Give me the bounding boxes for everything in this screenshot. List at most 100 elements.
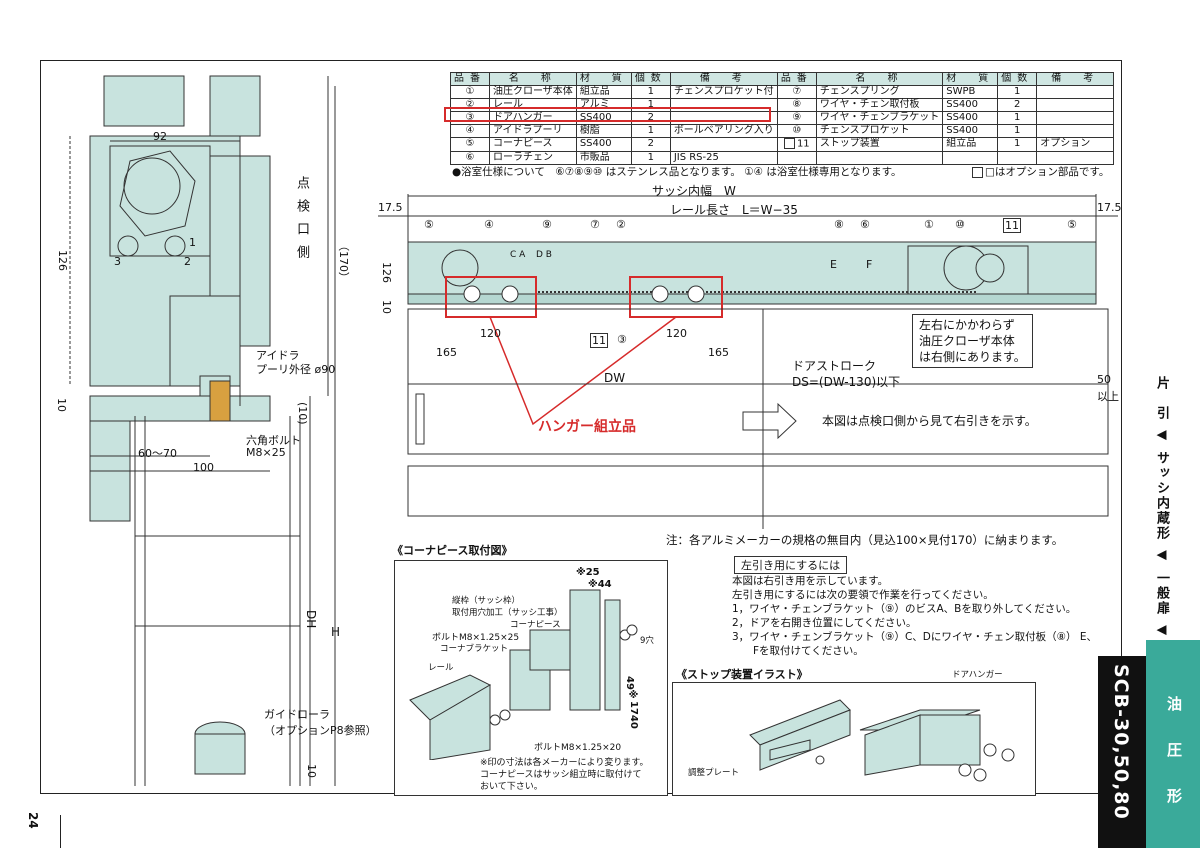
table-cell: ⑤ [450,137,490,152]
header-cell: 品番 [776,72,817,86]
dim-17-5-left: 17.5 [378,201,403,214]
callout-8: ⑧ [834,218,844,231]
option-note-text: □はオプション部品です。 [985,166,1110,178]
frame-label: 縦枠（サッシ枠） [452,596,521,606]
corner-piece-title: 《コーナピース取付図》 [392,544,513,557]
callout-7: ⑦ [590,218,600,231]
bolt-m8-25: ボルトM8×1.25×25 [432,633,520,643]
callout-4: ④ [484,218,494,231]
part-number: 11 [796,138,810,150]
dim-dw: DW [604,371,626,385]
elevation-drawing [378,194,1118,529]
table-cell: 1 [997,85,1038,99]
callout-5-left: ⑤ [424,218,434,231]
table-cell: ストップ装置 [815,137,944,152]
label-n2: 2 [184,255,191,268]
page-number: 24 [26,812,40,829]
table-cell: ⑦ [776,85,817,99]
label-n3: 3 [114,255,121,268]
table-cell [997,150,1038,165]
dim-120-right: 120 [666,327,687,340]
header-cell: 材 質 [942,72,999,86]
label-d-b: D B [536,250,552,260]
table-cell: ワイヤ・チェン取付板 [815,98,944,112]
table-cell: 樹脂 [575,124,632,138]
dim-49: 49 [624,676,635,690]
corner-note-1: ※印の寸法は各メーカーにより変ります。 [480,758,649,768]
table-cell: 1 [630,85,671,99]
dim-120-left: 120 [480,327,501,340]
dim-10-elev: 10 [380,300,393,314]
header-cell: 材 質 [575,72,632,86]
dim-10-left: 10 [55,398,68,412]
callout-10: ⑩ [955,218,965,231]
stop-device-title: 《ストップ装置イラスト》 [676,668,808,681]
rail-length-label: レール長さ L＝W−35 [670,203,798,217]
table-cell: 2 [997,98,1038,112]
section-view-drawing [69,75,336,786]
dim-92: 92 [153,130,167,143]
guide-roller-label: ガイドローラ [264,708,330,721]
bath-spec-note: ●浴室仕様について ⑥⑦⑧⑨⑩ はステンレス品となります。 ①④ は浴室仕様専用… [452,166,902,178]
header-cell: 備 考 [669,72,778,86]
dim-170: （170） [337,240,350,283]
table-cell: ボールベアリング入り [669,124,778,138]
dim-17-40: ※1740 [628,690,639,729]
table-cell: チェンスプロケット [815,124,944,138]
dim-165-left: 165 [436,346,457,359]
type-tab [1146,640,1200,848]
table-cell [1036,85,1115,99]
label-n1: 1 [189,236,196,249]
table-cell [1036,111,1115,125]
table-cell: 1 [630,150,671,165]
table-cell: ⑩ [776,124,817,138]
left-pull-line-2: 1，ワイヤ・チェンブラケット（⑨）のビスA、Bを取り外してください。 [732,603,1077,615]
callout-2: ② [616,218,626,231]
header-cell: 個数 [997,72,1038,86]
guide-roller-option: （オプションP8参照） [264,724,377,737]
left-pull-line-3: 2，ドアを右開き位置にしてください。 [732,617,917,629]
dim-126-left: 126 [56,250,69,271]
corner-note-3: おいて下さい。 [480,782,543,792]
table-cell: 1 [997,111,1038,125]
left-pull-title: 左引き用にするには [734,556,848,574]
manufacturer-note: 注：各アルミメーカーの規格の無目内（見込100×見付170）に納まります。 [666,533,1064,547]
door-stroke-formula: DS=(DW-130)以下 [792,375,901,389]
door-stroke-label: ドアストローク [792,359,877,373]
bolt-m8-20: ボルトM8×1.25×20 [534,743,622,753]
table-cell: SS400 [575,137,632,152]
page-margin-rule [60,815,61,848]
inspection-side-label: 点検口側 [294,176,309,268]
table-cell: 油圧クローザ本体 [489,85,577,99]
callout-11-lower: 11 [590,333,608,348]
type-label: 油 圧 形 [1165,696,1183,811]
label-f: F [866,258,873,271]
table-cell: アイドラプーリ [489,124,577,138]
corner-piece-illustration [409,589,638,760]
callout-9: ⑨ [542,218,552,231]
dim-50: 50 [1097,373,1111,386]
table-cell: ④ [450,124,490,138]
hole-9: 9穴 [640,636,654,646]
callout-1: ① [924,218,934,231]
table-cell: SWPB [942,85,999,99]
table-cell: チェンスプリング [815,85,944,99]
pulley-label: プーリ外径 ø90 [256,363,336,376]
table-cell: SS400 [942,111,999,125]
option-note: □はオプション部品です。 [972,164,1109,179]
corner-label: コーナピース [510,620,561,630]
dim-40: 40 [628,714,639,729]
dim-10-bottom: 10 [305,764,318,778]
table-cell: 2 [630,137,671,152]
callout-3-lower: ③ [617,333,627,346]
table-cell: 1 [997,124,1038,138]
table-cell: ローラチェン [489,150,577,165]
table-cell [776,150,817,165]
corner-note-2: コーナピースはサッシ組立時に取付けて [480,770,642,780]
header-cell: 個数 [630,72,671,86]
parts-table-header: 品番 名 称 材 質 個数 備 考 品番 名 称 材 質 個数 備 考 [450,72,1115,86]
left-pull-line-0: 本図は右引き用を示しています。 [732,575,889,587]
